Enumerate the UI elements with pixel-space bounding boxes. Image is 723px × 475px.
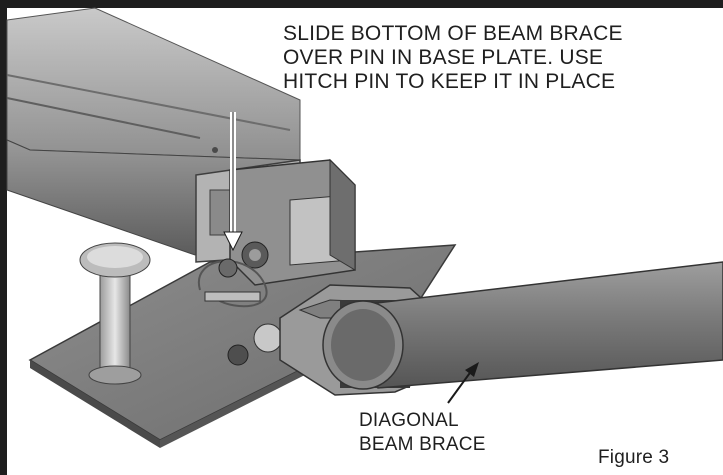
instruction-line: HITCH PIN TO KEEP IT IN PLACE bbox=[283, 70, 616, 93]
storage-pin bbox=[79, 242, 151, 385]
brace-callout-label: DIAGONAL BEAM BRACE bbox=[359, 409, 486, 457]
callout-arrow-icon bbox=[447, 362, 479, 404]
instruction-line: OVER PIN IN BASE PLATE. USE bbox=[283, 46, 604, 69]
instruction-text: SLIDE BOTTOM OF BEAM BRACE OVER PIN IN B… bbox=[283, 22, 623, 94]
insert-arrow-icon bbox=[223, 112, 243, 252]
square-bracket bbox=[229, 158, 356, 286]
figure-caption: Figure 3 bbox=[598, 447, 670, 468]
hitch-pin bbox=[197, 258, 283, 366]
instruction-line: SLIDE BOTTOM OF BEAM BRACE bbox=[283, 22, 623, 45]
callout-line: DIAGONAL bbox=[359, 410, 459, 431]
diagonal-beam-brace bbox=[279, 261, 723, 396]
callout-line: BEAM BRACE bbox=[359, 434, 486, 455]
